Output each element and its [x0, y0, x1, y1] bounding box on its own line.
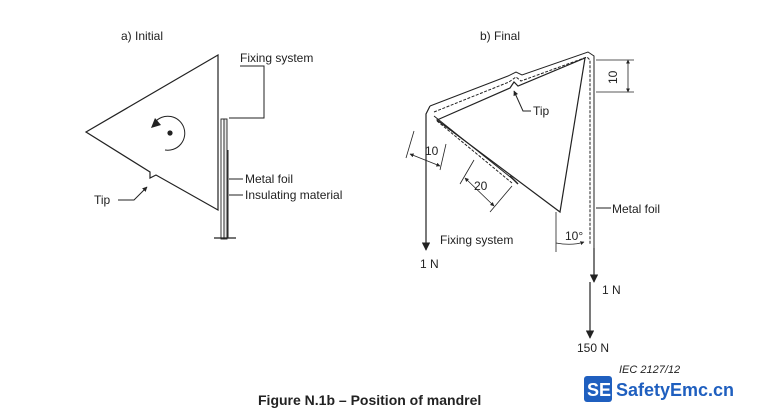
- panel-b: b) Final 10 10 20 10° Tip: [405, 29, 660, 355]
- watermark-site: SafetyEmc.cn: [616, 380, 734, 400]
- fixing-system-label: Fixing system: [240, 51, 313, 65]
- metal-foil-label: Metal foil: [245, 172, 293, 186]
- watermark-se: SE: [587, 380, 611, 400]
- angle-10-label: 10°: [565, 229, 583, 243]
- mandrel-initial: [84, 53, 219, 212]
- tip-label-final: Tip: [533, 104, 550, 118]
- fixing-system-label-final: Fixing system: [440, 233, 513, 247]
- watermark-logo: SE SafetyEmc.cn: [584, 376, 734, 402]
- rotation-arrow-icon: [151, 115, 186, 151]
- dim-10-top: 10: [606, 70, 620, 84]
- foil-inner: [433, 56, 591, 245]
- panel-a-title: a) Initial: [121, 29, 163, 43]
- insulating-material-label: Insulating material: [245, 188, 342, 202]
- force-150n: 150 N: [577, 341, 609, 355]
- insulating-strip: [223, 118, 228, 240]
- dim-10-left: 10: [425, 144, 439, 158]
- force-1n-right: 1 N: [602, 283, 621, 297]
- panel-b-title: b) Final: [480, 29, 520, 43]
- foil-outer: [429, 51, 595, 280]
- mandrel-final: [435, 57, 586, 214]
- metal-foil-label-final: Metal foil: [612, 202, 660, 216]
- tip-label-initial: Tip: [94, 193, 111, 207]
- iec-reference: IEC 2127/12: [619, 364, 680, 376]
- panel-a: a) Initial Fixing system Metal foil Insu…: [84, 29, 342, 240]
- force-1n-left: 1 N: [420, 257, 439, 271]
- dim-20: 20: [474, 179, 488, 193]
- figure-caption: Figure N.1b – Position of mandrel: [258, 392, 481, 408]
